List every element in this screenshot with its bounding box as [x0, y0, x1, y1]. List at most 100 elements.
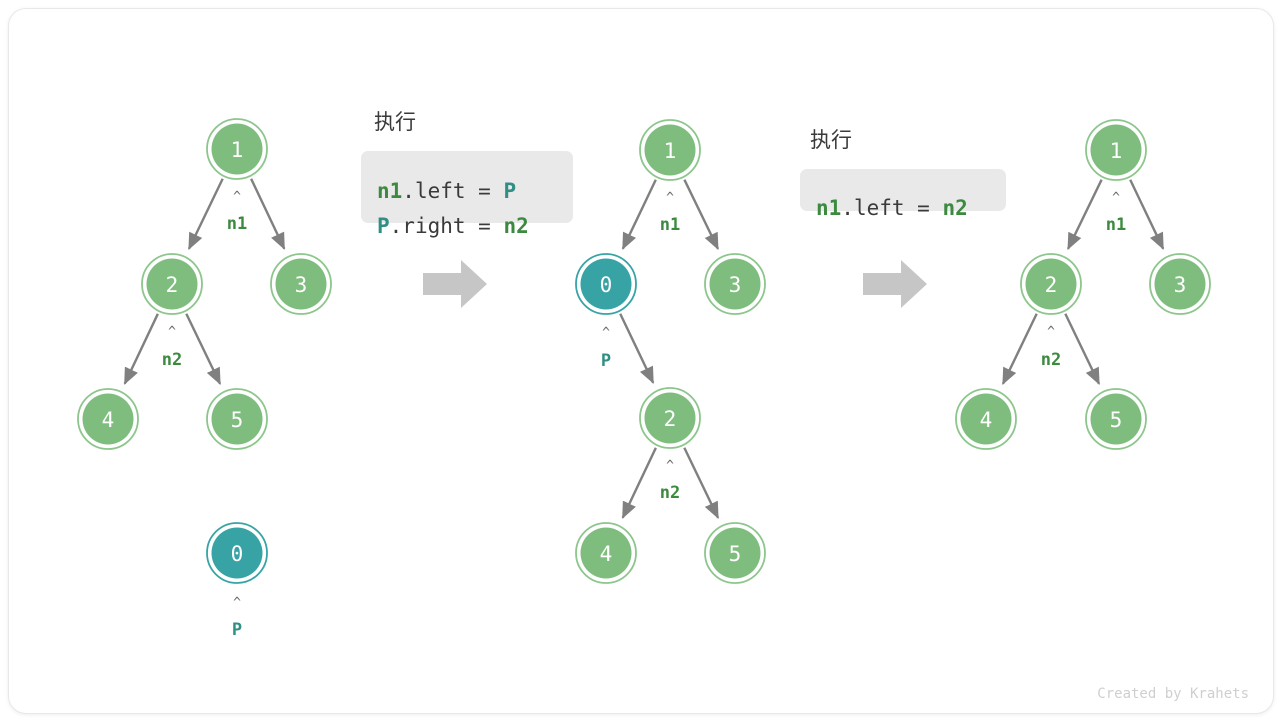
- pointer-caret-icon: ^: [168, 325, 176, 340]
- code-token: n1: [377, 179, 402, 203]
- node-disc: [146, 258, 198, 310]
- code-block-background: [361, 151, 573, 223]
- credit-label: Created by Krahets: [1097, 686, 1249, 702]
- tree-edge: [187, 178, 224, 250]
- node-disc: [709, 258, 761, 310]
- step-separators-layer: [423, 260, 927, 308]
- node-disc: [211, 527, 263, 579]
- node-value: 2: [166, 273, 179, 297]
- code-line: P.right = n2: [377, 214, 529, 238]
- tree-node: 0: [206, 522, 268, 584]
- tree-edge: [1129, 179, 1165, 250]
- tree-node: 5: [1085, 388, 1147, 450]
- node-disc: [82, 393, 134, 445]
- tree-node: 4: [955, 388, 1017, 450]
- exec-title: 执行: [374, 110, 416, 134]
- node-disc: [580, 527, 632, 579]
- node-value: 1: [664, 139, 677, 163]
- tree-node: 2: [639, 387, 701, 449]
- node-value: 5: [1110, 408, 1123, 432]
- pointer-caret-icon: ^: [233, 190, 241, 205]
- pointer-label: n2: [162, 350, 182, 370]
- tree-node: 3: [1149, 253, 1211, 315]
- tree-node: 5: [206, 388, 268, 450]
- code-token: n2: [942, 196, 967, 220]
- node-value: 4: [102, 408, 115, 432]
- tree-edge: [683, 447, 720, 519]
- node-value: 4: [600, 542, 613, 566]
- node-value: 5: [729, 542, 742, 566]
- node-disc: [580, 258, 632, 310]
- pointer-label: n2: [1041, 350, 1061, 370]
- pointer-caret-icon: ^: [666, 459, 674, 474]
- pointer-label: P: [232, 620, 242, 640]
- tree-node: 2: [1020, 253, 1082, 315]
- node-value: 1: [231, 138, 244, 162]
- tree-edges-layer: [123, 178, 1165, 519]
- code-token: .left =: [841, 196, 942, 220]
- pointer-label: n2: [660, 483, 680, 503]
- pointer-caret-icon: ^: [666, 191, 674, 206]
- tree-node: 2: [141, 253, 203, 315]
- node-value: 4: [980, 408, 993, 432]
- pointer-caret-icon: ^: [1047, 325, 1055, 340]
- tree-nodes-layer: 1 2 3 4 5 0 1 0 3 2 4 5 1 2 3 4 5: [77, 118, 1211, 584]
- pointer-labels-layer: ^n1^n2^P^n1^P^n2^n1^n2: [162, 190, 1126, 641]
- tree-node: 1: [639, 119, 701, 181]
- tree-node: 1: [1085, 119, 1147, 181]
- node-value: 5: [231, 408, 244, 432]
- node-disc: [1090, 124, 1142, 176]
- node-disc: [1154, 258, 1206, 310]
- code-token: n1: [816, 196, 841, 220]
- tree-edge: [619, 313, 655, 384]
- tree-edge: [621, 179, 657, 250]
- tree-node: 3: [270, 253, 332, 315]
- code-token: P: [377, 214, 390, 238]
- step-separator-arrow-icon: [863, 260, 927, 308]
- code-token: .right =: [390, 214, 504, 238]
- pointer-label: n1: [660, 215, 680, 235]
- tree-edge: [1001, 313, 1038, 385]
- pointer-label: n1: [227, 214, 247, 234]
- node-disc: [960, 393, 1012, 445]
- tree-node: 0: [575, 253, 637, 315]
- node-value: 3: [729, 273, 742, 297]
- node-disc: [211, 393, 263, 445]
- node-disc: [1025, 258, 1077, 310]
- node-disc: [275, 258, 327, 310]
- pointer-label: n1: [1106, 215, 1126, 235]
- node-disc: [709, 527, 761, 579]
- code-token: P: [503, 179, 516, 203]
- code-line: n1.left = P: [377, 179, 516, 203]
- node-value: 0: [231, 542, 244, 566]
- exec-title: 执行: [810, 128, 852, 152]
- pointer-caret-icon: ^: [233, 596, 241, 611]
- code-token: n2: [503, 214, 528, 238]
- node-value: 3: [295, 273, 308, 297]
- node-disc: [1090, 393, 1142, 445]
- node-disc: [644, 392, 696, 444]
- tree-node: 3: [704, 253, 766, 315]
- tree-node: 4: [575, 522, 637, 584]
- node-disc: [644, 124, 696, 176]
- tree-edge: [621, 447, 657, 519]
- node-value: 2: [664, 407, 677, 431]
- tree-edge: [185, 313, 222, 385]
- code-token: .left =: [402, 179, 503, 203]
- tree-edge: [1066, 179, 1103, 250]
- node-disc: [211, 123, 263, 175]
- pointer-caret-icon: ^: [1112, 191, 1120, 206]
- code-block-background: [800, 169, 1006, 211]
- node-value: 3: [1174, 273, 1187, 297]
- tree-edge: [250, 178, 286, 250]
- tree-node: 4: [77, 388, 139, 450]
- node-value: 1: [1110, 139, 1123, 163]
- node-value: 2: [1045, 273, 1058, 297]
- pointer-label: P: [601, 351, 611, 371]
- code-line: n1.left = n2: [816, 196, 968, 220]
- tree-node: 5: [704, 522, 766, 584]
- tree-edge: [123, 313, 159, 385]
